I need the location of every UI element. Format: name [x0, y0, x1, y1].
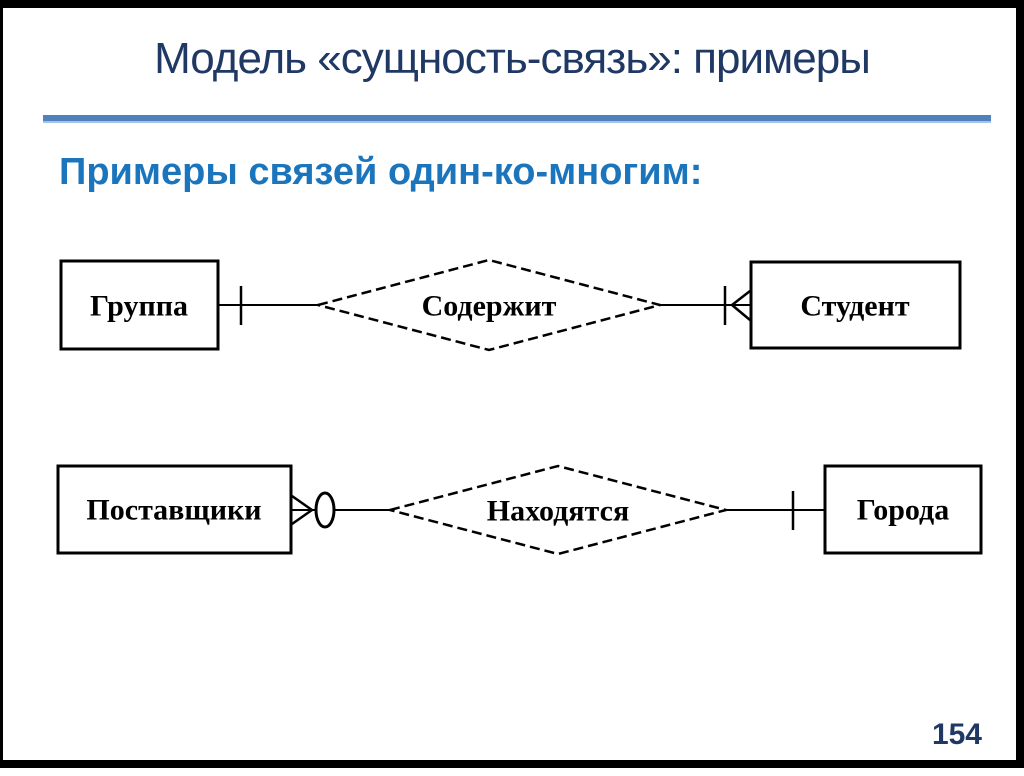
- title-divider-rule: [43, 115, 991, 123]
- page-number: 154: [931, 718, 982, 751]
- crow-foot-prong: [291, 494, 313, 512]
- cardinality-optional-oval: [314, 491, 336, 529]
- entity-box-student: [749, 260, 962, 350]
- relationship-label-soderzhit: Содержит: [422, 290, 557, 323]
- entity-box-postavshchiki: [56, 464, 293, 555]
- er-diagram-canvas: Группа Содержит Студент Поставщики Наход…: [56, 258, 983, 556]
- er-diagram-1: Группа Содержит Студент: [59, 258, 962, 352]
- relationship-label-nakhodyatsya: Находятся: [487, 495, 629, 528]
- er-diagram-2: Поставщики Находятся Города: [56, 464, 983, 556]
- crow-foot-prong: [291, 508, 313, 526]
- entity-label-student: Студент: [800, 290, 909, 323]
- entity-label-gruppa: Группа: [90, 290, 188, 323]
- crow-foot-prong: [731, 290, 751, 306]
- entity-box-goroda: [823, 464, 983, 555]
- slide-title: Модель «сущность-связь»: примеры: [154, 34, 871, 83]
- entity-label-goroda: Города: [857, 494, 949, 527]
- crow-foot-prong: [731, 304, 751, 321]
- entity-label-postavshchiki: Поставщики: [86, 494, 261, 527]
- slide-subtitle: Примеры связей один-ко-многим:: [59, 151, 703, 193]
